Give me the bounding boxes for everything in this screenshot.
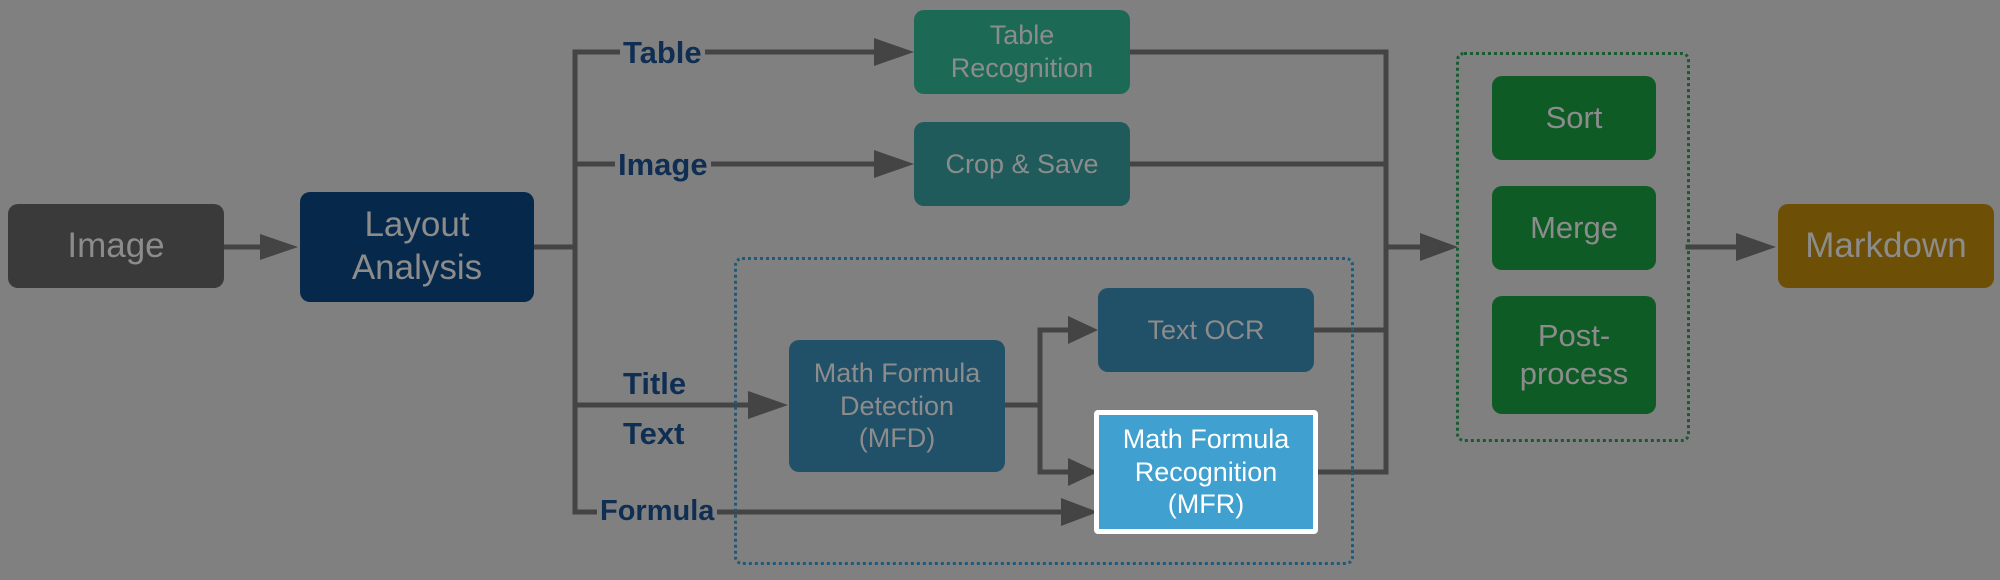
branch-label-formula: Formula [597,497,718,526]
arrowhead-formula [1061,498,1098,526]
layout-analysis-node: Layout Analysis [300,192,534,302]
arrowhead-table [874,38,914,66]
input-image-node: Image [8,204,224,288]
arrowhead-mfd [748,391,788,419]
arrowhead-crop [874,150,914,178]
merge-node: Merge [1492,186,1656,270]
branch-label-title: Title [620,368,690,399]
arrowhead-ocr [1068,316,1098,344]
arrowhead-mfr [1068,458,1098,486]
text-ocr-node: Text OCR [1098,288,1314,372]
postprocess-node: Post- process [1492,296,1656,414]
arrowhead-post [1420,233,1458,261]
math-formula-detection-node: Math Formula Detection (MFD) [789,340,1005,472]
postprocess-group [1456,52,1690,442]
sort-node: Sort [1492,76,1656,160]
arrowhead-layout [260,234,298,260]
branch-label-image: Image [615,149,711,180]
text-processing-group [734,257,1354,565]
crop-save-node: Crop & Save [914,122,1130,206]
markdown-output-node: Markdown [1778,204,1994,288]
table-recognition-node: Table Recognition [914,10,1130,94]
branch-label-table: Table [620,37,705,68]
branch-label-text: Text [620,418,688,449]
math-formula-recognition-node: Math Formula Recognition (MFR) [1094,410,1318,534]
arrowhead-markdown [1736,233,1776,261]
